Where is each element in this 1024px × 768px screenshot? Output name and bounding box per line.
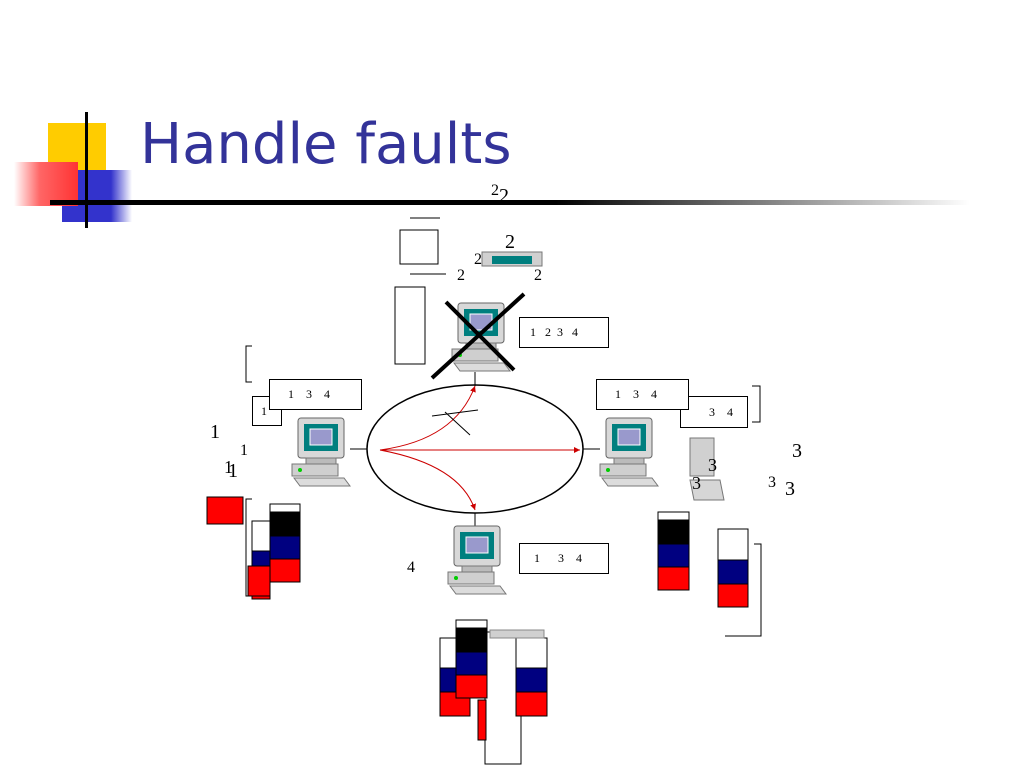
routing-table-node-1: 1 3 4 bbox=[269, 379, 362, 410]
routing-table-text: 1 3 4 bbox=[615, 387, 657, 401]
routing-table-node-4: 1 3 4 bbox=[519, 543, 609, 574]
node-4-label: 4 bbox=[407, 559, 415, 576]
node-1-label: 1 bbox=[228, 460, 238, 482]
route-arrows bbox=[379, 385, 580, 511]
vertical-bar-decoration bbox=[85, 112, 88, 228]
slide-title: Handle faults bbox=[140, 112, 512, 177]
red-square-decoration bbox=[14, 162, 78, 206]
node-1-label: 1 bbox=[224, 457, 233, 477]
node-2-label: 2 bbox=[499, 185, 509, 207]
computer-node-4 bbox=[447, 525, 507, 595]
routing-table-text: 1 2 3 4 bbox=[530, 325, 578, 339]
top-ghost-brackets bbox=[245, 217, 761, 423]
stack-left bbox=[206, 496, 301, 600]
title-underline bbox=[50, 200, 970, 205]
node-1-label: 1 bbox=[210, 421, 220, 443]
routing-table-node-3-partial: 3 4 bbox=[680, 396, 748, 428]
broken-link-mark bbox=[444, 411, 471, 436]
network-ring bbox=[366, 384, 584, 514]
node-2-label: 2 bbox=[505, 231, 515, 253]
node-3-label: 3 bbox=[792, 440, 802, 462]
node-2-label: 2 bbox=[491, 182, 499, 199]
computer-node-3 bbox=[599, 417, 659, 487]
node-1-label: 1 bbox=[240, 442, 248, 459]
node-3-label: 3 bbox=[785, 478, 795, 500]
routing-table-text: 1 3 4 bbox=[534, 551, 582, 565]
routing-table-node-3: 1 3 4 bbox=[596, 379, 689, 410]
stack-right bbox=[657, 511, 762, 637]
node-2-label: 2 bbox=[534, 267, 542, 284]
node-3-label: 3 bbox=[708, 455, 717, 475]
top-ghost-pc bbox=[481, 251, 543, 267]
failed-node-x-mark bbox=[430, 292, 526, 380]
routing-table-text: 1 3 4 bbox=[288, 387, 330, 401]
node-3-label: 3 bbox=[768, 474, 776, 491]
routing-table-text: 1 bbox=[261, 403, 267, 418]
ghost-computer-right bbox=[689, 437, 725, 501]
node-2-label: 2 bbox=[474, 251, 482, 268]
node-2-label: 2 bbox=[457, 267, 465, 284]
stack-bottom bbox=[439, 619, 548, 765]
node-3-label: 3 bbox=[692, 473, 701, 493]
computer-node-1 bbox=[291, 417, 351, 487]
routing-table-node-2: 1 2 3 4 bbox=[519, 317, 609, 348]
routing-table-text: 3 4 bbox=[709, 404, 733, 419]
